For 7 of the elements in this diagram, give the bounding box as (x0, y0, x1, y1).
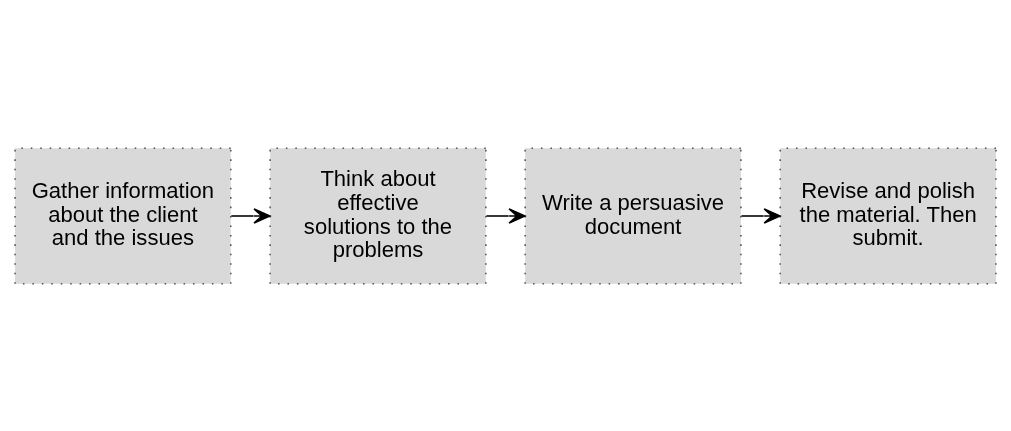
arrow (740, 207, 781, 224)
arrow (485, 207, 526, 224)
node-box: Think about effective solutions to the problems (269, 147, 487, 284)
node-box: Gather information about the client and the issues (14, 147, 232, 284)
node-box: Revise and polish the material. Then submit. (779, 147, 997, 284)
arrow (230, 207, 271, 224)
node-box: Write a persuasive document (524, 147, 742, 284)
